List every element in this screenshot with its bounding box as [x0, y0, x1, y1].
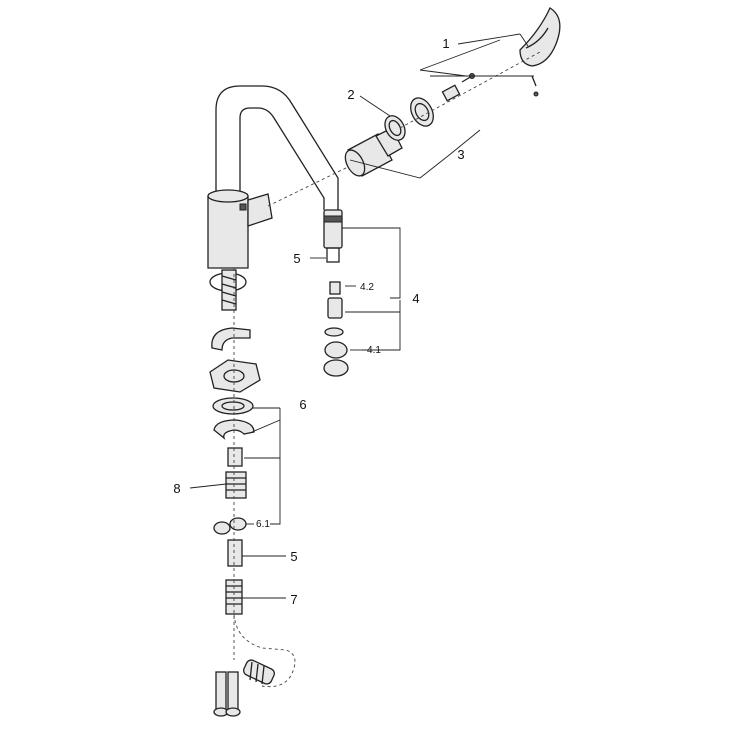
callout-1: 1 — [442, 36, 449, 51]
callout-5-lower: 5 — [290, 549, 297, 564]
callout-7: 7 — [290, 592, 297, 607]
callout-6: 6 — [299, 397, 306, 412]
aerator-parts — [323, 281, 349, 377]
callout-2: 2 — [347, 87, 354, 102]
threaded-shank — [209, 269, 247, 311]
leader-lines-right — [310, 227, 401, 351]
callout-4: 4 — [412, 291, 419, 306]
small-washers — [213, 517, 247, 535]
spray-head — [323, 209, 343, 263]
callout-4-2: 4.2 — [360, 282, 374, 293]
mounting-plate — [209, 359, 261, 393]
fixing-stud-8 — [225, 471, 247, 499]
callout-3: 3 — [457, 147, 464, 162]
screw — [461, 73, 475, 83]
flat-washer — [212, 397, 254, 415]
handle-pin — [531, 75, 539, 97]
fixing-nut — [227, 447, 243, 467]
callout-5-upper: 5 — [293, 251, 300, 266]
supply-hoses — [213, 671, 241, 717]
nut-ring — [410, 97, 434, 127]
half-washer — [211, 327, 251, 351]
axis-line-cartridge — [399, 51, 541, 129]
callout-6-1: 6.1 — [256, 519, 270, 530]
callout-4-1: 4.1 — [367, 345, 381, 356]
callout-8: 8 — [173, 481, 180, 496]
hose-loop — [233, 613, 296, 688]
spout-tube — [215, 85, 339, 210]
ring-part-2 — [384, 115, 406, 141]
faucet-body — [207, 189, 273, 269]
horseshoe-washer — [213, 419, 255, 440]
lever-handle — [519, 7, 561, 67]
small-insert — [441, 84, 461, 102]
leader-lines-top — [349, 33, 534, 179]
hose-fitting — [243, 659, 275, 685]
connector-5-lower — [227, 539, 243, 567]
leader-lines-left — [189, 407, 286, 599]
weight-7 — [225, 579, 243, 615]
